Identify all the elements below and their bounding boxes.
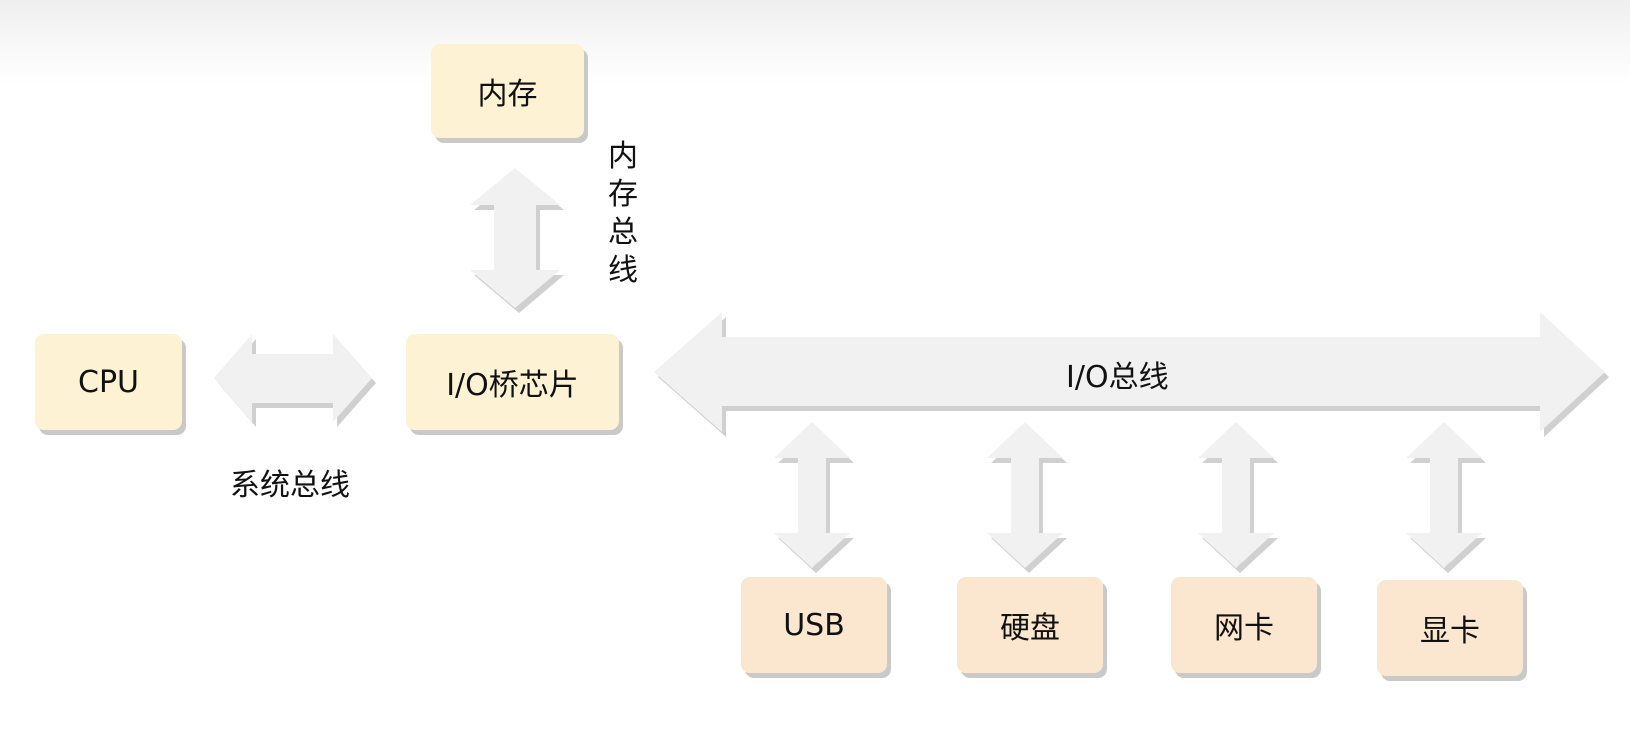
nic-box: 网卡: [1171, 577, 1317, 673]
disk-box: 硬盘: [957, 577, 1103, 673]
nic-bus-arrow: [1198, 422, 1274, 568]
io-bridge-box: I/O桥芯片: [406, 334, 619, 430]
io-bus-label: I/O总线: [1066, 360, 1169, 395]
usb-box: USB: [741, 577, 887, 673]
memory-bus-arrow: [470, 168, 560, 308]
usb-label: USB: [783, 607, 845, 643]
system-bus-arrow: [214, 334, 372, 422]
gpu-bus-arrow: [1406, 422, 1482, 568]
gpu-box: 显卡: [1377, 580, 1523, 676]
io-bridge-label: I/O桥芯片: [446, 368, 579, 403]
disk-label: 硬盘: [1000, 611, 1060, 646]
system-bus-label: 系统总线: [230, 468, 350, 503]
nic-label: 网卡: [1214, 611, 1274, 646]
memory-box: 内存: [431, 44, 584, 138]
cpu-label: CPU: [78, 364, 139, 400]
memory-bus-label: 内存总线: [608, 139, 638, 288]
memory-label: 内存: [477, 77, 538, 112]
cpu-box: CPU: [35, 334, 182, 430]
gpu-label: 显卡: [1420, 614, 1480, 649]
disk-bus-arrow: [987, 422, 1063, 568]
io-bus-arrow: [654, 312, 1605, 432]
usb-bus-arrow: [774, 422, 850, 568]
